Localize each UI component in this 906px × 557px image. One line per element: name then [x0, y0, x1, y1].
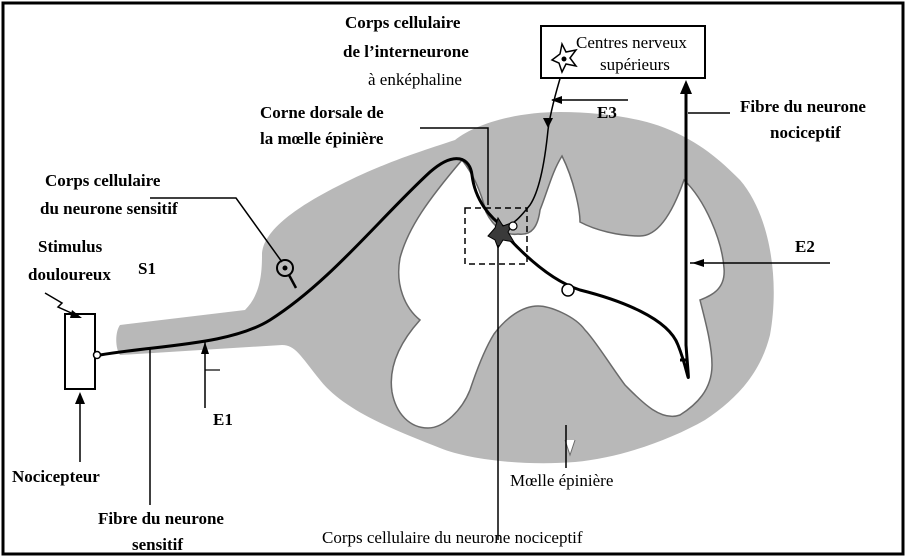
label-corps-sensitif-2: du neurone sensitif — [40, 199, 178, 218]
label-fibre-nociceptif-2: nociceptif — [770, 123, 841, 142]
label-corne-2: la mœlle épinière — [260, 129, 384, 148]
label-centres-2: supérieurs — [600, 55, 670, 74]
label-corne-1: Corne dorsale de — [260, 103, 384, 122]
interneuron-nucleus — [562, 57, 567, 62]
label-corps-interneurone-1: Corps cellulaire — [345, 13, 461, 32]
label-corps-nociceptif: Corps cellulaire du neurone nociceptif — [322, 528, 583, 547]
nociceptive-fiber-arrowhead — [680, 80, 692, 94]
interneuron-contact — [509, 222, 517, 230]
label-fibre-nociceptif-1: Fibre du neurone — [740, 97, 866, 116]
label-moelle: Mœlle épinière — [510, 471, 613, 490]
label-corps-interneurone-3: à enképhaline — [368, 70, 462, 89]
sensory-neuron-nucleus — [283, 266, 288, 271]
label-fibre-sensitif-1: Fibre du neurone — [98, 509, 224, 528]
marker-e2: E2 — [795, 237, 815, 256]
marker-e3: E3 — [597, 103, 617, 122]
label-fibre-sensitif-2: sensitif — [132, 535, 183, 554]
nociceptor-box — [65, 314, 95, 389]
nociceptor-terminal — [94, 352, 101, 359]
label-stimulus-1: Stimulus — [38, 237, 103, 256]
marker-e1: E1 — [213, 410, 233, 429]
nocicepteur-arrowhead — [75, 392, 85, 404]
label-stimulus-2: douloureux — [28, 265, 111, 284]
label-corps-sensitif-1: Corps cellulaire — [45, 171, 161, 190]
label-centres-1: Centres nerveux — [576, 33, 687, 52]
label-corps-interneurone-2: de l’interneurone — [343, 42, 469, 61]
marker-s1: S1 — [138, 259, 156, 278]
synapse-circle — [562, 284, 574, 296]
label-nocicepteur: Nocicepteur — [12, 467, 100, 486]
